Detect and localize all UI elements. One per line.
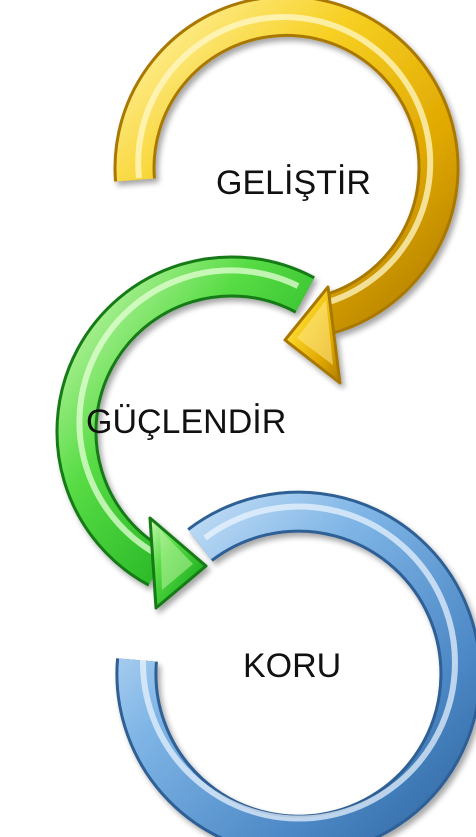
step-label-strengthen: GÜÇLENDİR [86,403,286,441]
step-label-develop: GELİŞTİR [216,164,371,202]
arrow-protect [115,490,476,837]
step-label-protect: KORU [243,647,341,685]
arrow-strengthen [55,255,315,610]
arrow-develop [113,0,460,385]
